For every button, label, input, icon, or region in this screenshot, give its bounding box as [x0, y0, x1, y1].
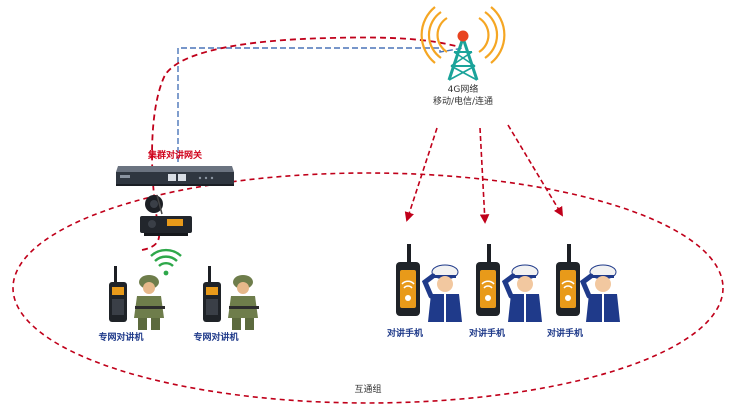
gateway-label: 集群对讲网关 — [147, 149, 202, 161]
wifi-signal-icon — [150, 248, 182, 276]
private-radio-1 — [109, 266, 165, 330]
private-radio-2-label: 专网对讲机 — [193, 331, 238, 343]
public-radio-2-label: 对讲手机 — [469, 327, 505, 339]
walkie-talkie-icon — [109, 266, 127, 322]
tower-arrow-1 — [404, 127, 438, 222]
private-radio-1-label: 专网对讲机 — [98, 331, 143, 343]
police-officer-icon — [501, 264, 542, 322]
walkie-talkie-icon — [556, 244, 580, 316]
public-radio-1 — [396, 244, 462, 322]
tower-label-line1: 4G网络 — [448, 83, 479, 95]
public-radio-1-label: 对讲手机 — [387, 327, 423, 339]
private-radio-2 — [203, 266, 259, 330]
public-radio-3-label: 对讲手机 — [547, 327, 583, 339]
group-label: 互通组 — [354, 383, 381, 395]
gateway-device-icon — [116, 166, 234, 186]
public-radio-2 — [476, 244, 542, 322]
blue-dashed-link — [177, 47, 464, 162]
tower-arrow-2 — [479, 127, 490, 224]
police-officer-icon — [421, 264, 462, 322]
walkie-talkie-icon — [203, 266, 221, 322]
group-boundary — [12, 172, 724, 404]
walkie-talkie-icon — [476, 244, 500, 316]
base-radio-icon — [140, 194, 192, 236]
tower-label-line2: 移动/电信/连通 — [433, 95, 493, 107]
tower-arrow-3 — [507, 124, 563, 217]
soldier-icon — [134, 275, 165, 330]
public-radio-3 — [556, 244, 620, 322]
walkie-talkie-icon — [396, 244, 420, 316]
soldier-icon — [228, 275, 259, 330]
cell-tower-icon — [420, 6, 506, 81]
police-officer-icon — [579, 264, 620, 322]
